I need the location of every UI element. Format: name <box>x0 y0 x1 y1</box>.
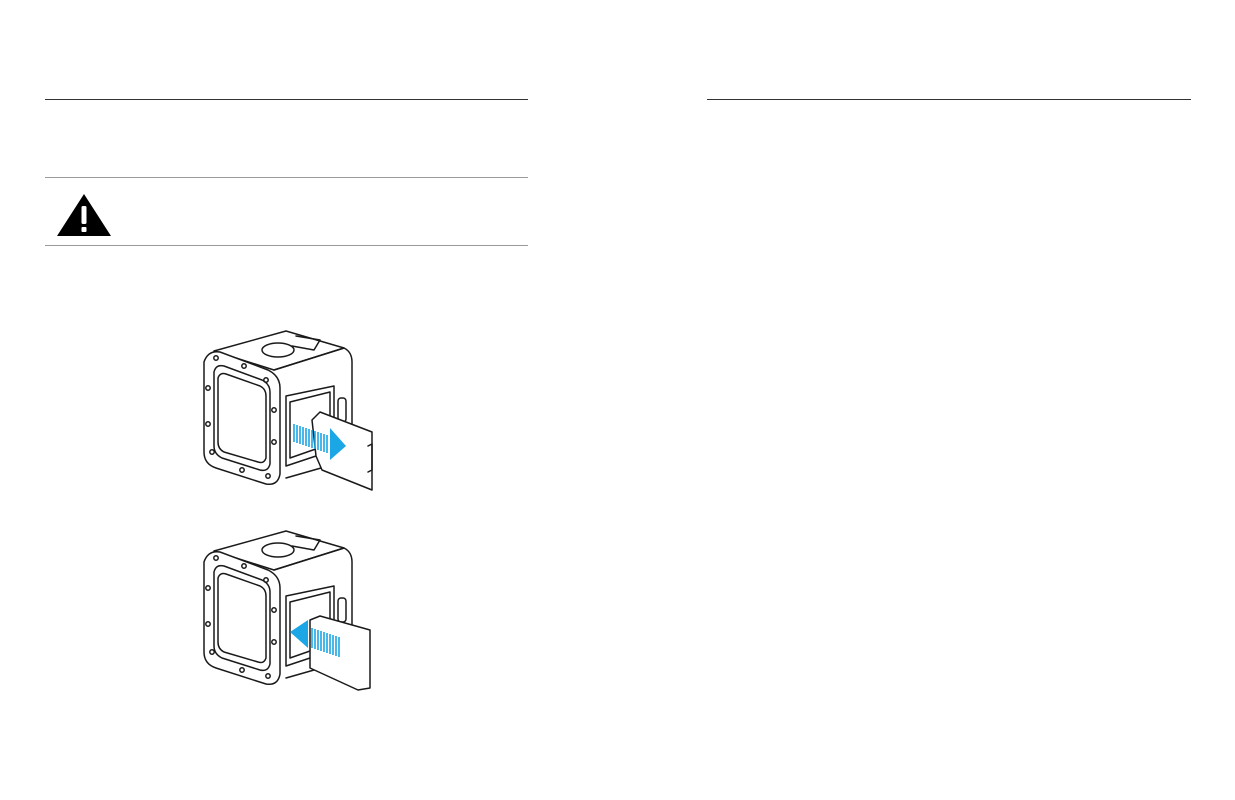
camera-sd-card-insert-illustration <box>203 530 371 691</box>
left-page <box>0 0 617 800</box>
sd-card-remove-figure <box>186 326 386 492</box>
right-page <box>617 0 1235 800</box>
warning-triangle-icon <box>57 194 111 236</box>
top-rule <box>707 99 1191 100</box>
arrow-out-icon <box>293 424 346 460</box>
warning-box <box>45 177 528 246</box>
arrow-in-icon <box>290 620 340 657</box>
top-rule <box>45 99 528 100</box>
camera-sd-card-remove-illustration <box>203 330 373 491</box>
sd-card-insert-figure <box>186 526 386 692</box>
